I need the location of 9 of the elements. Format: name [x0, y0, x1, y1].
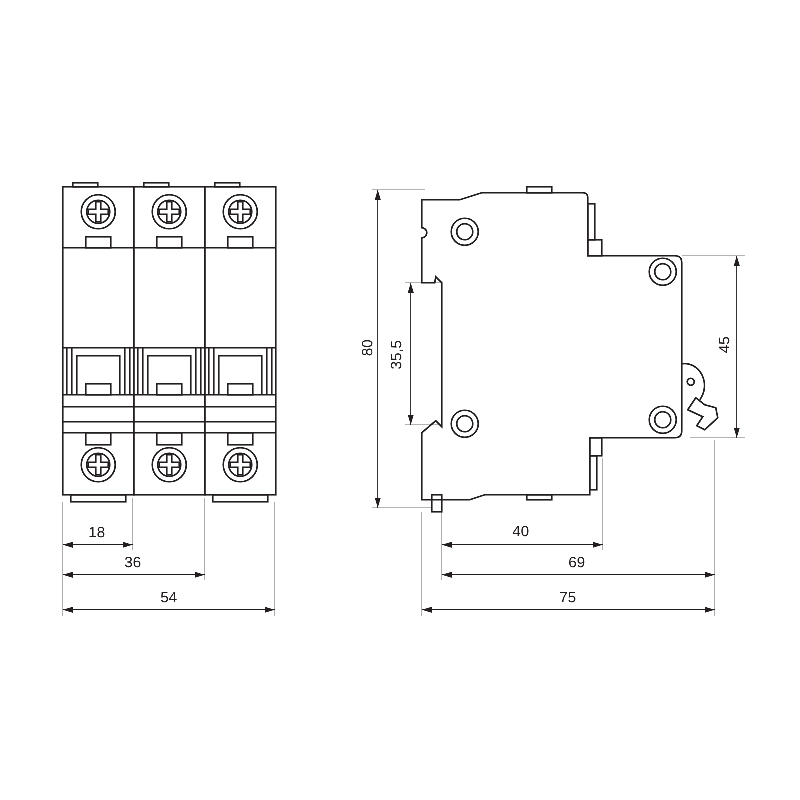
- dimension-label: 35,5: [390, 340, 404, 370]
- dimension-label: 75: [560, 590, 576, 606]
- dimension-label: 80: [360, 340, 376, 356]
- dimension-label: 40: [512, 524, 530, 540]
- dimension-label: 36: [124, 556, 142, 570]
- dimension-label: 54: [160, 590, 178, 606]
- dimension-label: 45: [718, 336, 732, 354]
- dimension-label: 69: [568, 556, 586, 570]
- dimension-label: 18: [88, 526, 106, 540]
